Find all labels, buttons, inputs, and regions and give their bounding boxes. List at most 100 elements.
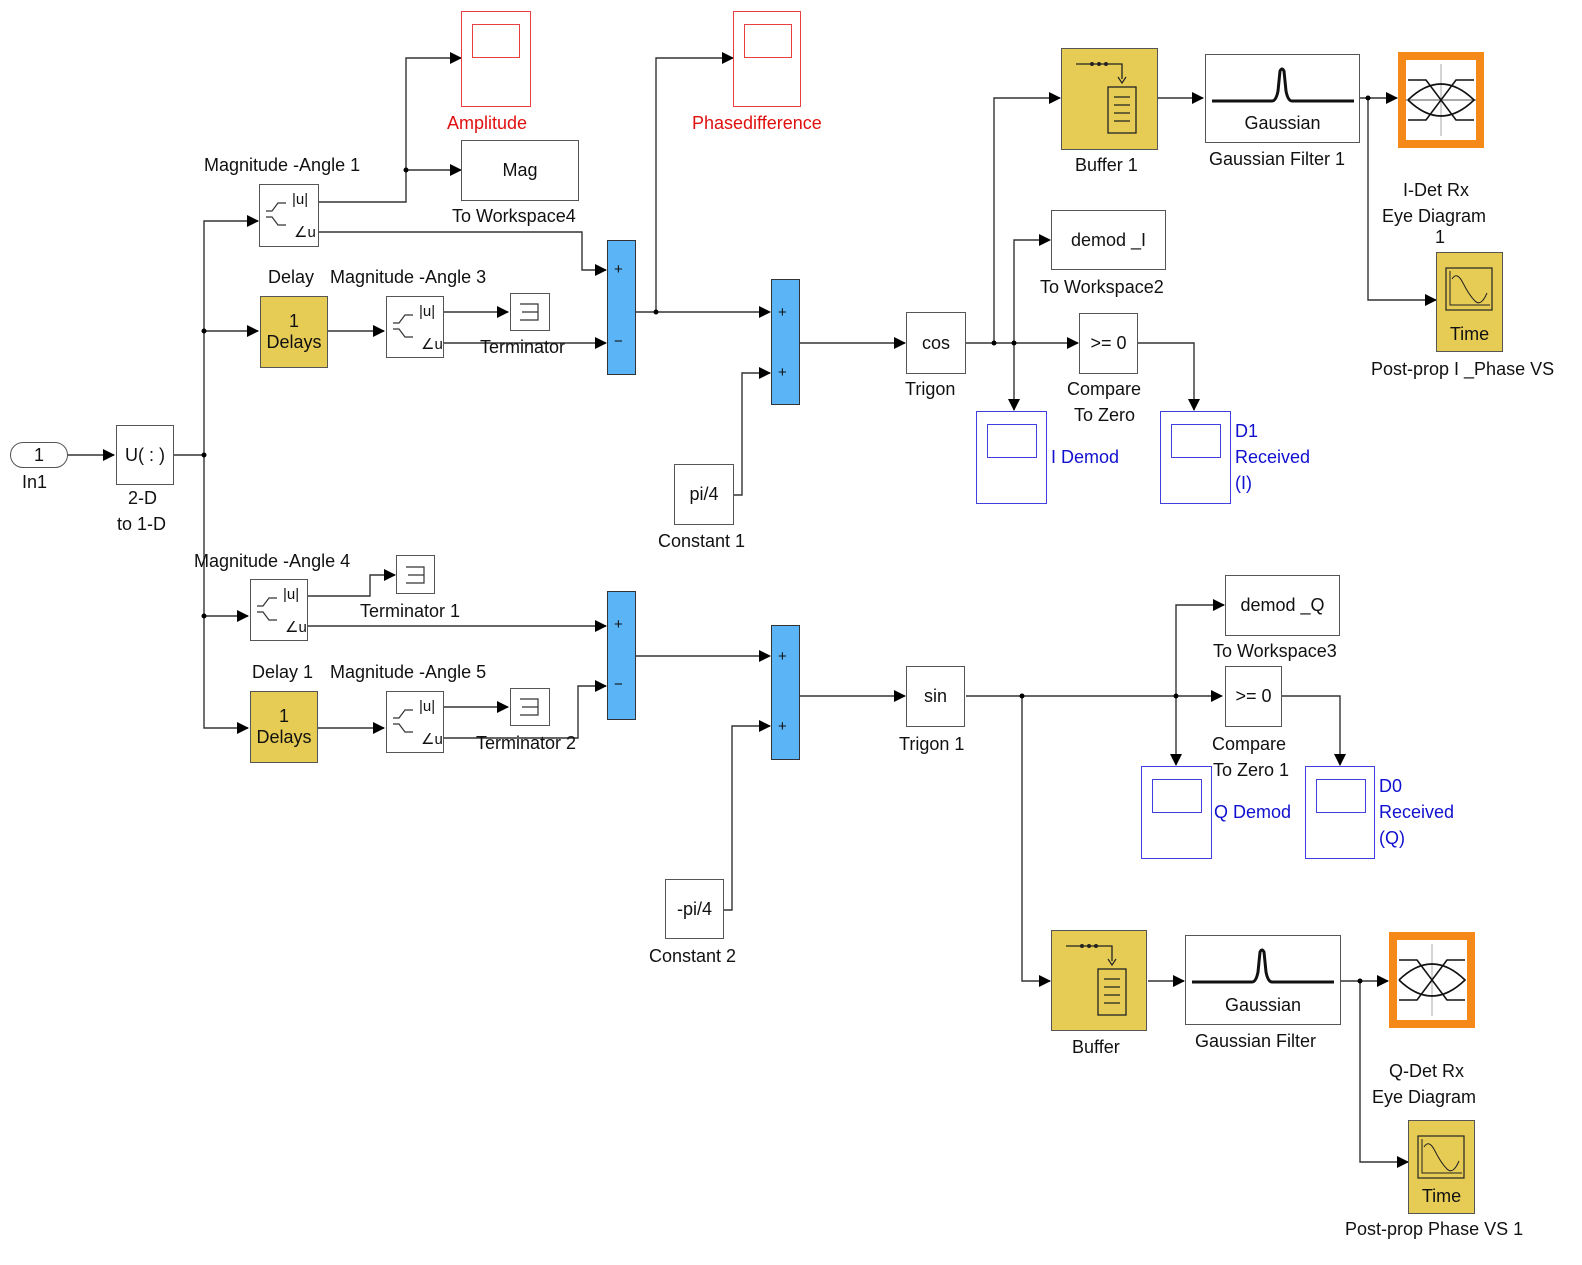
gaussian-filter1-label: Gaussian Filter 1 — [1209, 149, 1346, 169]
junction-dot — [1357, 978, 1363, 984]
mag-angle3-label: Magnitude -Angle 3 — [330, 267, 487, 287]
compare-to-zero-block[interactable]: >= 0 — [1079, 313, 1138, 374]
complex-split-icon — [266, 202, 286, 226]
constant1-block[interactable]: pi/4 — [674, 464, 734, 525]
gaussian-text: Gaussian — [1244, 113, 1321, 133]
junction-dot — [1173, 693, 1179, 699]
d1-label-2: Received — [1235, 447, 1311, 467]
buffer-icon — [1076, 62, 1137, 134]
eye-label-2: Eye Diagram — [1372, 1087, 1477, 1107]
gaussian-filter-block[interactable]: Gaussian — [1185, 935, 1341, 1025]
terminator1-block[interactable] — [396, 555, 435, 594]
constant2-block[interactable]: -pi/4 — [665, 879, 724, 939]
angle-port-label: ∠u — [294, 224, 316, 241]
sum3-block[interactable]: + − — [607, 591, 636, 720]
line-const2-sum4 — [724, 720, 771, 911]
sum2-block[interactable]: + + — [771, 279, 800, 405]
amplitude-scope-label: Amplitude — [447, 113, 528, 133]
scope-screen-icon — [1316, 779, 1366, 813]
d1-received-scope[interactable] — [1160, 411, 1231, 504]
trigon1-label: Trigon 1 — [899, 734, 965, 754]
gaussian-filter-label: Gaussian Filter — [1195, 1031, 1317, 1051]
mag-angle4-label: Magnitude -Angle 4 — [194, 551, 351, 571]
sum1-block[interactable]: + − — [607, 240, 636, 375]
line-gauss-time — [1359, 981, 1409, 1168]
mag-angle1-label: Magnitude -Angle 1 — [204, 155, 361, 175]
line-ma1-amplitude — [318, 52, 462, 203]
line-cmp-d1 — [1138, 342, 1200, 411]
eye-diagram-block[interactable] — [1389, 932, 1475, 1028]
terminator-icon — [520, 698, 539, 716]
compare-to-zero1-label-1: Compare — [1212, 734, 1287, 754]
time-scope-icon — [1417, 1135, 1465, 1179]
phasedifference-scope-label: Phasedifference — [692, 113, 822, 133]
mag-angle1-block[interactable]: |u| ∠u — [259, 184, 319, 247]
constant2-label: Constant 2 — [649, 946, 737, 966]
reshape-block[interactable]: U( : ) — [116, 425, 174, 485]
terminator-icon — [520, 303, 539, 321]
delay-block[interactable]: 1 Delays — [260, 296, 328, 368]
amplitude-scope[interactable] — [461, 11, 531, 107]
buffer-block[interactable] — [1051, 930, 1147, 1031]
eye-diagram-icon — [1406, 64, 1476, 136]
sum-sign-plus: + — [778, 648, 787, 665]
buffer1-block[interactable] — [1061, 48, 1158, 150]
phasedifference-scope[interactable] — [733, 11, 801, 107]
junction-dot — [201, 328, 207, 334]
scope-screen-icon — [987, 424, 1037, 458]
eye-diagram1-block[interactable] — [1398, 52, 1484, 148]
buffer1-label: Buffer 1 — [1075, 155, 1138, 175]
junction-dot — [201, 452, 207, 458]
terminator2-block[interactable] — [510, 688, 550, 726]
junction-dot — [1011, 340, 1017, 346]
eye-label-1: Q-Det Rx — [1389, 1061, 1465, 1081]
line-gauss1-time1 — [1367, 98, 1437, 306]
angle-port-label: ∠u — [421, 336, 443, 353]
eye-diagram-icon — [1398, 944, 1467, 1016]
delay-text: Delays — [256, 727, 312, 747]
to-workspace3-block[interactable]: demod _Q — [1225, 575, 1340, 636]
time-scope1-block[interactable]: Time — [1436, 252, 1503, 352]
compare-to-zero-label-2: To Zero — [1074, 405, 1136, 425]
terminator-block[interactable] — [510, 293, 550, 331]
scope-screen-icon — [472, 24, 520, 58]
angle-port-label: ∠u — [285, 619, 307, 636]
to-workspace2-block[interactable]: demod _I — [1051, 210, 1166, 270]
time-scope-label: Post-prop Phase VS 1 — [1345, 1219, 1524, 1239]
gaussian-text: Gaussian — [1224, 995, 1302, 1015]
d0-received-scope[interactable] — [1305, 766, 1375, 859]
line-cmp1-d0 — [1282, 695, 1346, 766]
mag-angle5-block[interactable]: |u| ∠u — [386, 691, 444, 753]
complex-split-icon — [257, 597, 277, 621]
line-ma5-sum3 — [444, 680, 607, 739]
trigon-cos-block[interactable]: cos — [906, 312, 966, 374]
inport-in1[interactable]: 1 — [10, 442, 68, 468]
mag-angle4-block[interactable]: |u| ∠u — [250, 579, 308, 641]
trigon-sin-block[interactable]: sin — [906, 666, 965, 727]
time-scope-block[interactable]: Time — [1408, 1120, 1475, 1214]
junction-dot — [1019, 693, 1025, 699]
d1-label-3: (I) — [1235, 473, 1252, 493]
compare-to-zero1-block[interactable]: >= 0 — [1225, 666, 1282, 727]
reshape-label-1: 2-D — [128, 488, 158, 508]
to-workspace4-block[interactable]: Mag — [461, 140, 579, 201]
scope-screen-icon — [1152, 779, 1202, 813]
mag-angle3-block[interactable]: |u| ∠u — [386, 296, 444, 358]
eye1-label-2: Eye Diagram — [1382, 206, 1487, 226]
sum4-block[interactable]: + + — [771, 625, 800, 760]
q-demod-scope[interactable] — [1141, 766, 1212, 859]
delay1-block[interactable]: 1 Delays — [250, 691, 318, 763]
junction-dot — [991, 340, 997, 346]
gaussian-filter1-block[interactable]: Gaussian — [1205, 54, 1360, 143]
buffer-icon — [1066, 944, 1127, 1016]
delay-count: 1 — [278, 706, 289, 726]
complex-split-icon — [393, 314, 413, 338]
mag-port-label: |u| — [283, 586, 300, 603]
i-demod-scope[interactable] — [976, 411, 1047, 504]
terminator2-label: Terminator 2 — [476, 733, 577, 753]
inport-in1-label: In1 — [22, 472, 48, 492]
mag-angle5-label: Magnitude -Angle 5 — [330, 662, 487, 682]
gaussian-pulse-icon — [1192, 948, 1334, 984]
terminator-icon — [405, 565, 425, 584]
junction-dot — [1365, 95, 1371, 101]
